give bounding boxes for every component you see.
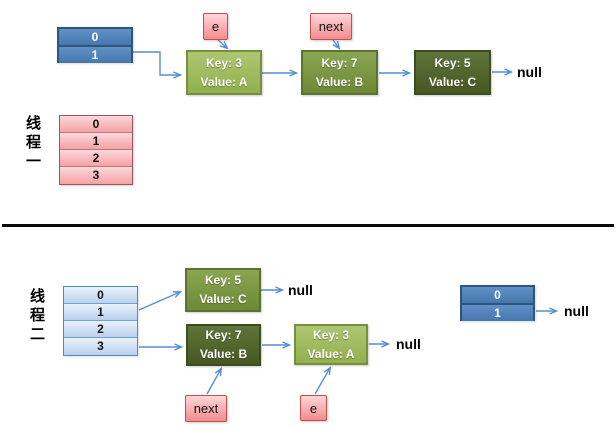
bucket-cell: 0 [59, 29, 131, 45]
thread1-label: 线程一 [25, 115, 41, 170]
thread2-label: 线程二 [29, 288, 45, 343]
node-value-label: Value: C [199, 292, 247, 306]
table-cell: 2 [64, 321, 137, 338]
thread2-hash-table: 0 1 2 3 [63, 286, 138, 356]
e-pointer-top: e [203, 13, 228, 40]
node-value-label: Value: B [199, 347, 248, 361]
node-key-label: Key: 7 [205, 328, 242, 342]
null-label-after-key5: null [288, 282, 313, 298]
node-key7-bottom: Key: 7 Value: B [186, 324, 261, 366]
node-value-label: Value: A [307, 346, 355, 361]
node-value-label: Value: C [428, 74, 477, 89]
table-cell: 0 [60, 116, 132, 133]
node-key-label: Key: 3 [312, 327, 350, 342]
node-key7-top: Key: 7 Value: B [301, 50, 378, 95]
e-pointer-bottom: e [300, 395, 327, 421]
node-key5-bottom: Key: 5 Value: C [185, 268, 261, 312]
node-key-label: Key: 5 [434, 55, 471, 70]
thread1-bucket-pair: 0 1 [57, 27, 133, 63]
null-label-top: null [517, 64, 542, 80]
node-key-label: Key: 5 [204, 273, 242, 287]
thread2-bucket-pair: 0 1 [460, 285, 535, 321]
table-cell: 3 [64, 338, 137, 355]
next-pointer-top: next [310, 13, 352, 40]
arrow-table1-to-key5-bottom [138, 291, 183, 311]
thread1-hash-table: 0 1 2 3 [59, 115, 133, 185]
table-cell: 1 [64, 304, 137, 321]
table-cell: 3 [60, 167, 132, 184]
node-key3-bottom: Key: 3 Value: A [294, 324, 368, 365]
arrow-next-to-key7-bottom [206, 367, 223, 395]
table-cell: 2 [60, 150, 132, 167]
table-cell: 0 [64, 287, 137, 304]
arrow-next-to-key7-top [332, 39, 341, 50]
node-key5-top: Key: 5 Value: C [414, 50, 491, 95]
node-key-label: Key: 3 [205, 55, 243, 70]
table-cell: 1 [60, 133, 132, 150]
section-divider [2, 224, 614, 227]
arrow-e-to-key3-top [217, 39, 229, 50]
bucket-cell: 1 [59, 45, 131, 63]
null-label-after-key3: null [396, 336, 421, 352]
arrow-bucket1-to-key3 [133, 51, 183, 79]
node-key3-top: Key: 3 Value: A [186, 50, 262, 95]
node-key-label: Key: 7 [321, 55, 358, 70]
null-label-after-bucket: null [564, 303, 589, 319]
next-pointer-bottom: next [185, 395, 227, 422]
node-value-label: Value: B [315, 74, 364, 89]
arrow-e-to-key3-bottom [314, 366, 332, 395]
bucket-cell: 0 [462, 287, 533, 303]
node-value-label: Value: A [200, 74, 248, 89]
bucket-cell: 1 [462, 303, 533, 321]
